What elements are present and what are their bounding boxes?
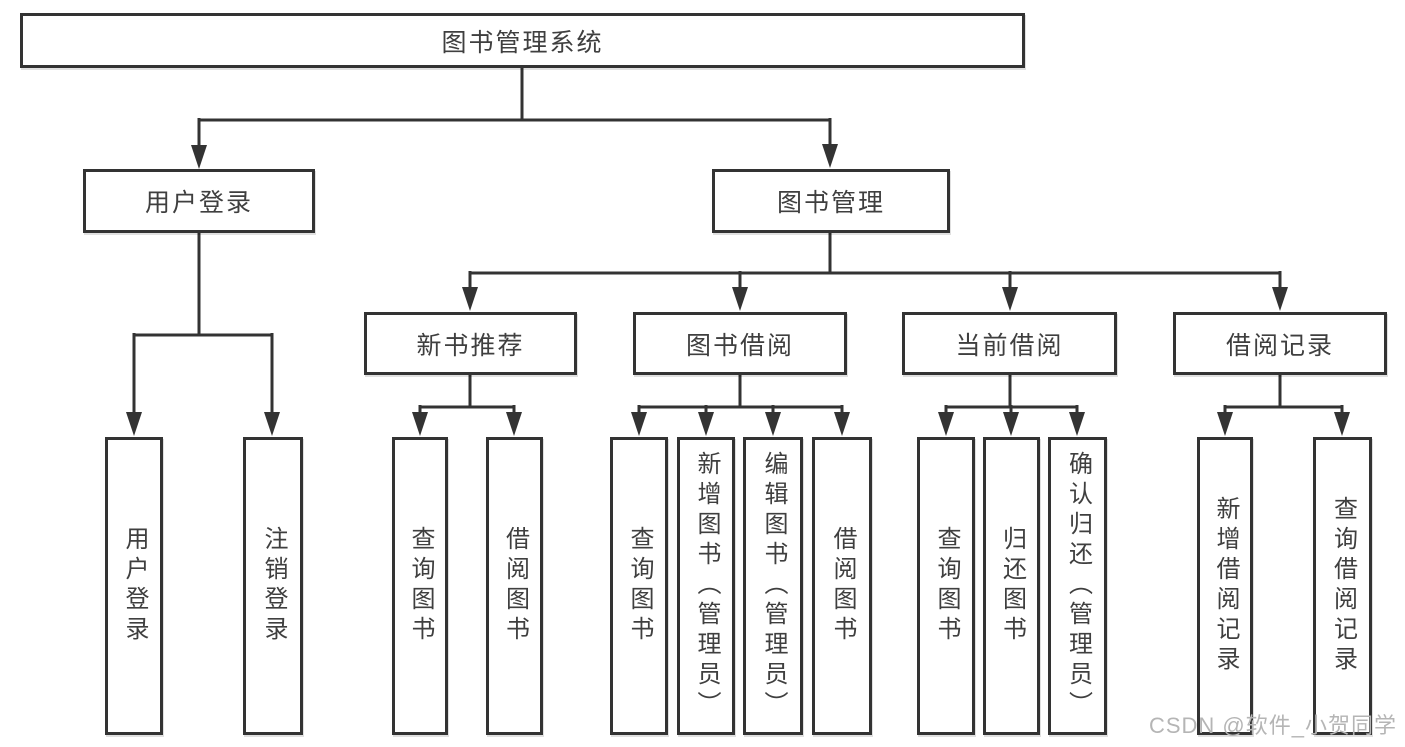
node-new-book-recommend: 新书推荐 [364, 312, 577, 375]
leaf-confirm-return-admin: 确认归还（管理员） [1048, 437, 1107, 735]
connector-user-login-children [126, 233, 280, 436]
connector-new-book-children [412, 375, 522, 436]
node-current-borrowing: 当前借阅 [902, 312, 1117, 375]
node-label: 新书推荐 [416, 331, 525, 360]
node-label: 借阅记录 [1225, 331, 1334, 360]
leaf-label: 确认归还（管理员） [1064, 451, 1092, 721]
node-label: 图书管理系统 [441, 28, 604, 57]
leaf-borrow-books-recommend: 借阅图书 [486, 437, 543, 735]
leaf-label: 查询图书 [626, 526, 653, 646]
leaf-label: 注销登录 [260, 526, 287, 646]
csdn-watermark: CSDN @软件_小贺同学 [1148, 713, 1397, 738]
leaf-label: 借阅图书 [501, 526, 529, 646]
node-label: 图书借阅 [685, 331, 794, 360]
leaf-query-books-borrow: 查询图书 [610, 437, 668, 735]
node-user-login: 用户登录 [83, 169, 315, 233]
leaf-add-borrow-record: 新增借阅记录 [1197, 437, 1253, 735]
node-book-borrowing: 图书借阅 [633, 312, 847, 375]
leaf-logout: 注销登录 [243, 437, 303, 735]
connector-book-management-children [462, 233, 1288, 311]
leaf-label: 新增借阅记录 [1212, 496, 1239, 676]
leaf-label: 查询借阅记录 [1329, 496, 1357, 676]
leaf-add-book-admin: 新增图书（管理员） [677, 437, 735, 735]
leaf-query-books-recommend: 查询图书 [392, 437, 448, 735]
leaf-label: 用户登录 [121, 526, 148, 646]
connector-borrow-records-children [1217, 375, 1350, 436]
leaf-query-borrow-record: 查询借阅记录 [1313, 437, 1372, 735]
node-borrow-records: 借阅记录 [1173, 312, 1387, 375]
leaf-label: 查询图书 [933, 526, 960, 646]
connector-book-borrow-children [631, 375, 850, 436]
leaf-label: 新增图书（管理员） [693, 451, 720, 721]
node-library-management-system: 图书管理系统 [20, 13, 1025, 68]
leaf-return-books: 归还图书 [983, 437, 1040, 735]
leaf-label: 查询图书 [407, 526, 434, 646]
leaf-query-books-current: 查询图书 [917, 437, 975, 735]
leaf-label: 编辑图书（管理员） [760, 451, 787, 721]
node-label: 当前借阅 [955, 331, 1064, 360]
node-book-management: 图书管理 [712, 169, 950, 233]
leaf-borrow-books: 借阅图书 [812, 437, 872, 735]
leaf-user-login: 用户登录 [105, 437, 163, 735]
node-label: 用户登录 [144, 189, 253, 217]
leaf-edit-book-admin: 编辑图书（管理员） [743, 437, 803, 735]
leaf-label: 借阅图书 [829, 526, 856, 646]
node-label: 图书管理 [776, 189, 885, 217]
connector-current-borrow-children [938, 375, 1085, 436]
leaf-label: 归还图书 [998, 526, 1026, 646]
connector-root-to-level2 [191, 68, 838, 169]
